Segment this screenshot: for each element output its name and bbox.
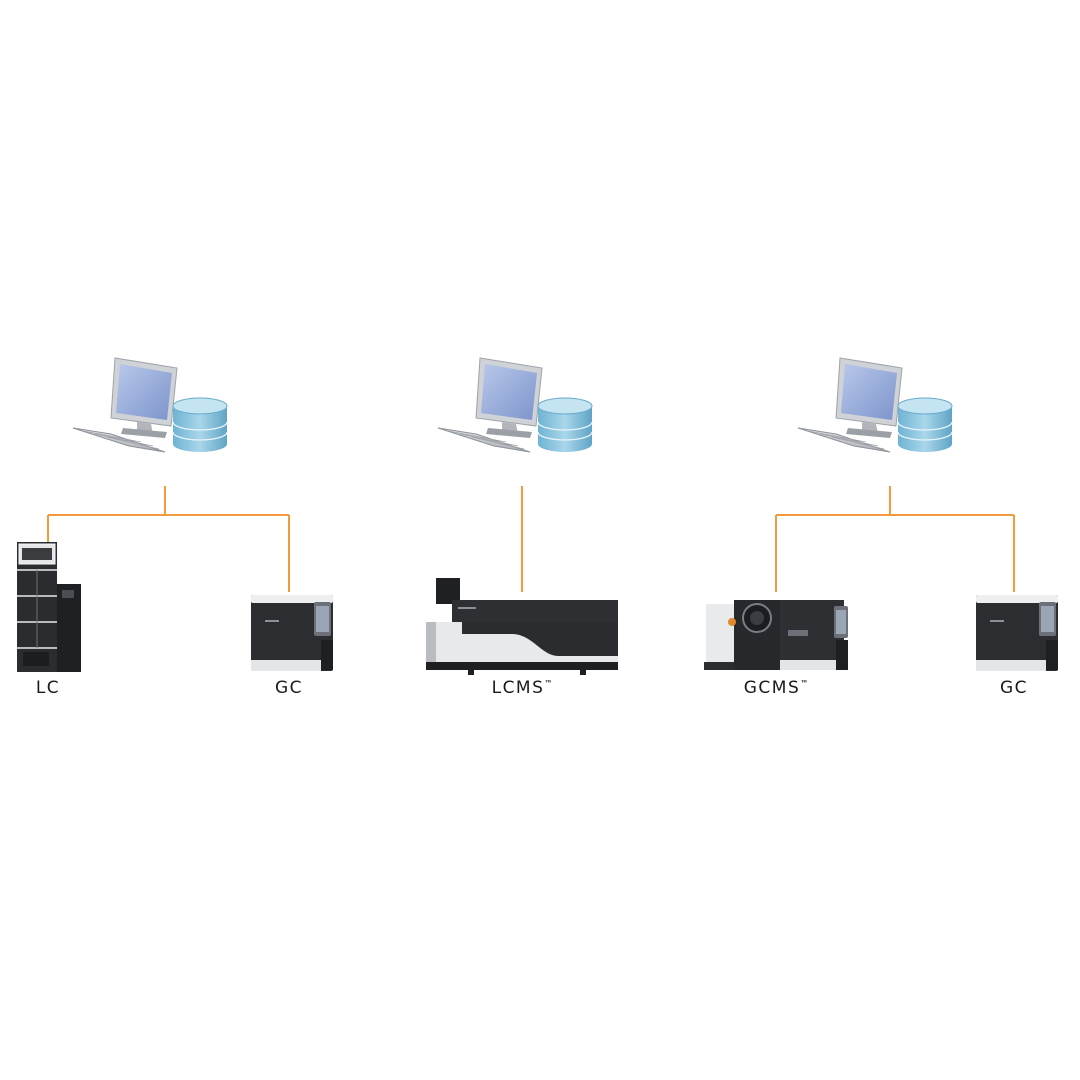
workstation-icon [72, 357, 228, 453]
instrument-label-gcms: GCMS™ [716, 678, 836, 698]
workstation-icon [797, 357, 953, 453]
instrument-label-lc: LC [0, 678, 108, 698]
instrument-name: LC [35, 678, 61, 698]
workstation-icon [437, 357, 593, 453]
gc-instrument-icon [976, 595, 1058, 671]
instrument-label-lcms: LCMS™ [462, 678, 582, 698]
trademark-mark: ™ [800, 679, 809, 688]
instrument-label-gc: GC [229, 678, 349, 698]
instrument-name: GC [274, 678, 304, 698]
instrument-name: GC [999, 678, 1029, 698]
instrument-name: LCMS [491, 678, 545, 698]
instrument-label-gc: GC [954, 678, 1074, 698]
instrument-name: GCMS [743, 678, 801, 698]
lcms-instrument-icon [426, 578, 618, 675]
gc-instrument-icon [251, 595, 333, 671]
lc-instrument-icon [16, 541, 82, 673]
trademark-mark: ™ [544, 679, 553, 688]
gcms-instrument-icon [703, 599, 849, 671]
